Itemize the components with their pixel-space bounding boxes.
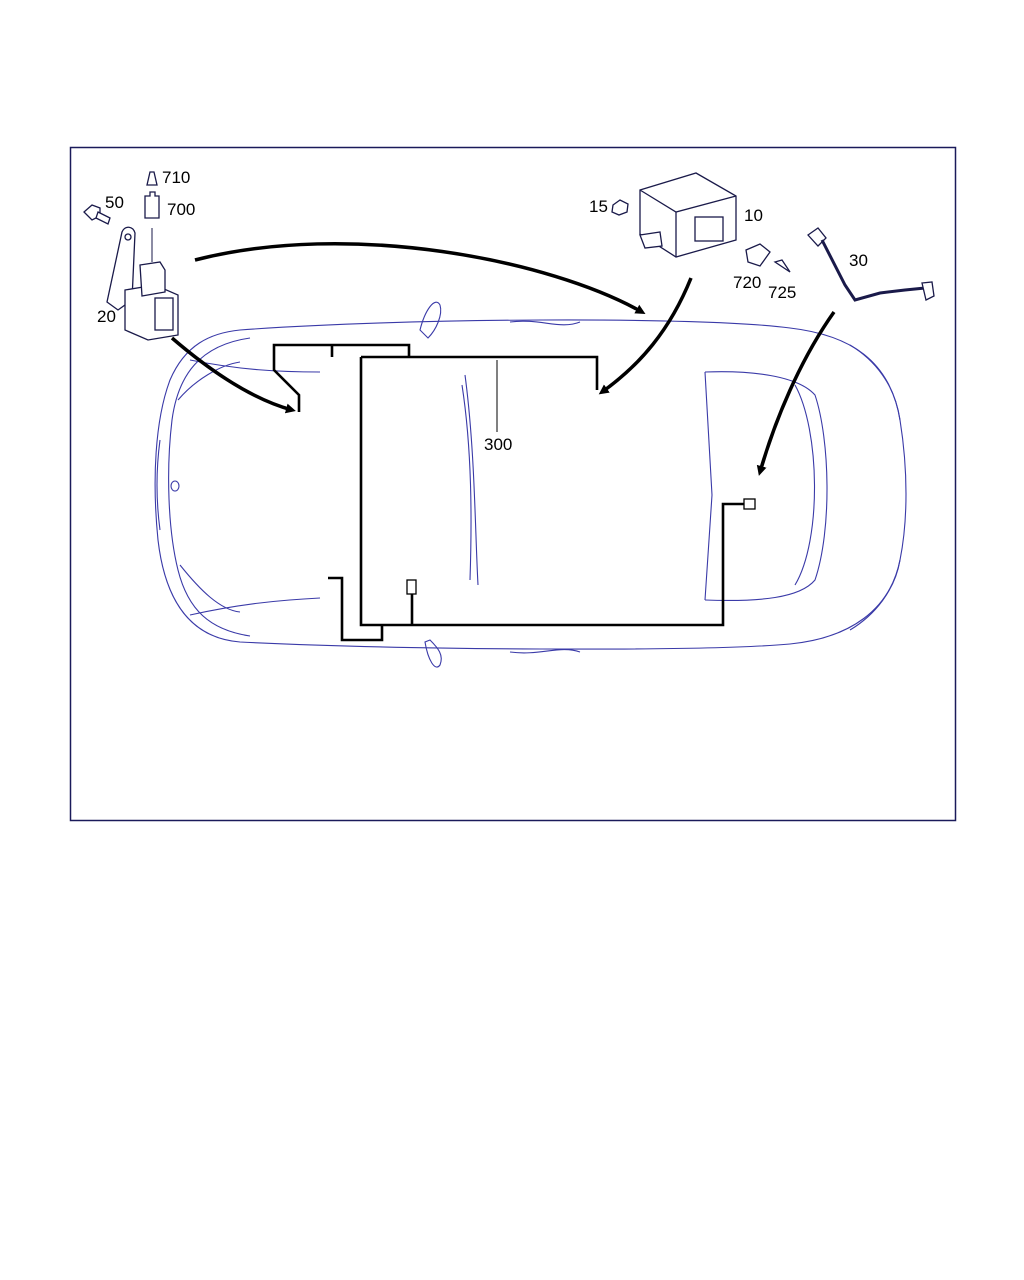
arrow-20: [170, 336, 296, 414]
arrow-30: [756, 310, 836, 476]
label-300: 300: [484, 435, 512, 454]
level-sensor-20: [83, 171, 179, 341]
label-720: 720: [733, 273, 761, 292]
control-unit-10: [611, 172, 791, 273]
arrow-10: [598, 277, 693, 395]
label-725: 725: [768, 283, 796, 302]
label-30: 30: [849, 251, 868, 270]
diagram-frame: [69, 146, 957, 822]
arrow-10-front: [194, 241, 646, 314]
label-15: 15: [589, 197, 608, 216]
label-50: 50: [105, 193, 124, 212]
wiring-harness-300: [272, 343, 756, 642]
label-700: 700: [167, 200, 195, 219]
label-20: 20: [97, 307, 116, 326]
label-10: 10: [744, 206, 763, 225]
label-710: 710: [162, 168, 190, 187]
vehicle-outline: [154, 301, 907, 668]
sensor-cable-30: [807, 227, 935, 302]
